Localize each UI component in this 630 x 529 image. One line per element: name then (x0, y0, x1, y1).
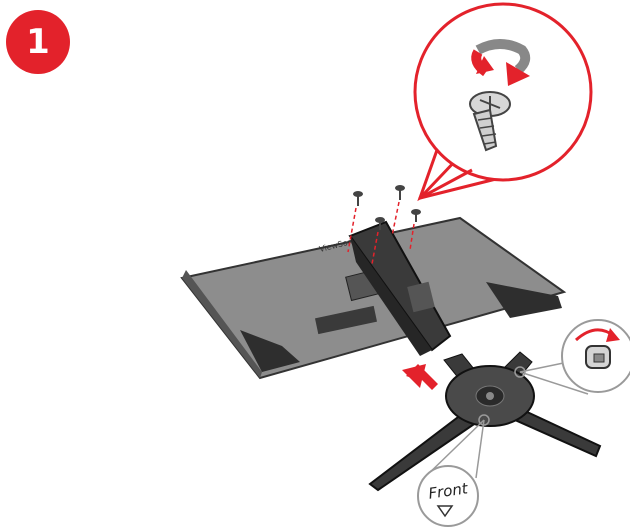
screw-icon (391, 185, 405, 237)
front-triangle-icon (436, 505, 454, 518)
monitor-back: ViewSonic (180, 216, 567, 380)
thumbscrew-icon (585, 345, 611, 369)
stand-column (348, 220, 452, 356)
screw-icon (469, 91, 511, 152)
step-number-badge: 1 (6, 10, 70, 74)
screw-icon (371, 217, 385, 265)
mounting-screws (347, 185, 421, 265)
stand-base (368, 351, 602, 492)
front-magnifier-callout (417, 414, 490, 527)
thumbscrew-magnifier-callout (514, 319, 630, 395)
screw-magnifier-callout (413, 2, 593, 202)
rotate-arrow-icon (471, 39, 531, 86)
up-arrow-head (402, 364, 426, 388)
screw-icon (409, 209, 421, 251)
step-number: 1 (26, 22, 50, 62)
screw-icon (347, 191, 363, 253)
